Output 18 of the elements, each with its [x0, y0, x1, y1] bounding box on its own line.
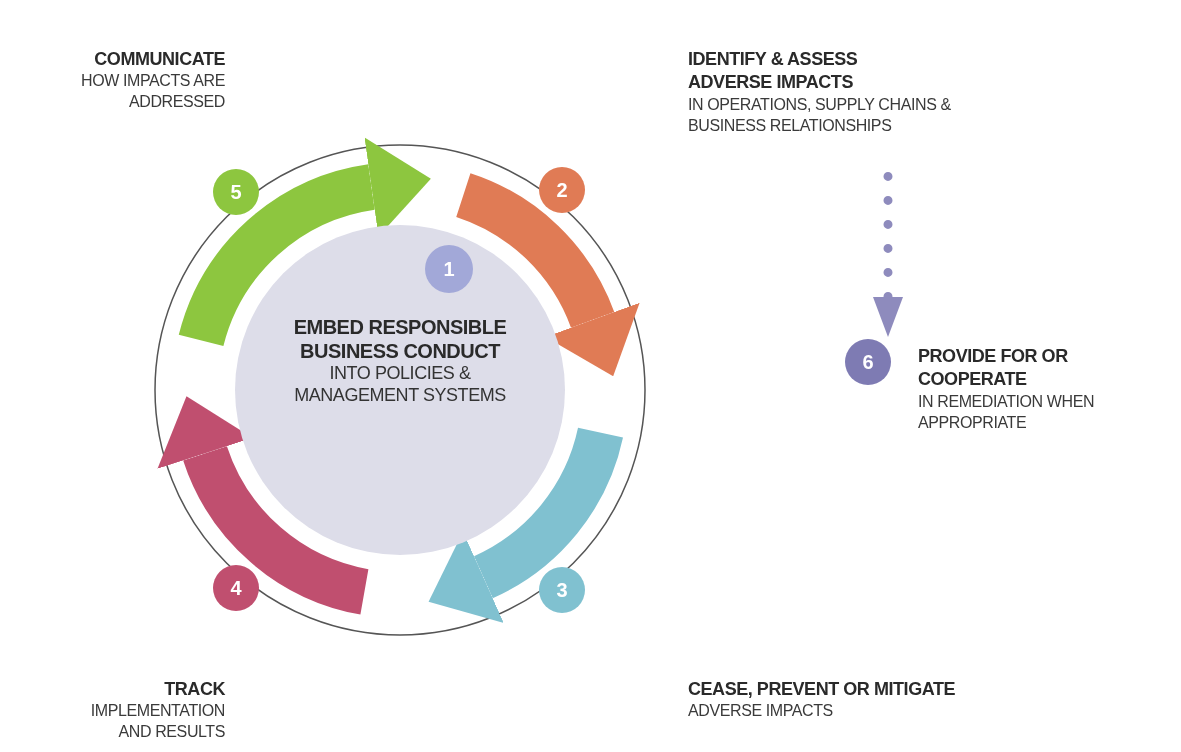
step-heading: CEASE, PREVENT OR MITIGATE	[688, 678, 956, 701]
step-description: IN REMEDIATION WHEN APPROPRIATE	[918, 391, 1096, 433]
number-badge: 6	[845, 339, 891, 385]
number-badge: 1	[425, 245, 473, 293]
number-badge: 4	[213, 565, 259, 611]
step-description: HOW IMPACTS ARE ADDRESSED	[80, 71, 225, 113]
number-badge: 3	[539, 567, 585, 613]
step-heading: TRACK	[163, 678, 225, 701]
step-description: INTO POLICIES & MANAGEMENT SYSTEMS	[293, 363, 507, 407]
step-heading: COMMUNICATE	[93, 48, 225, 71]
step-heading: PROVIDE FOR OR COOPERATE	[918, 345, 1069, 392]
number-badge: 2	[539, 167, 585, 213]
step-description: IMPLEMENTATION AND RESULTS	[89, 701, 225, 743]
step-description: IN OPERATIONS, SUPPLY CHAINS & BUSINESS RELATIONSHIPS	[688, 94, 952, 136]
step-description: ADVERSE IMPACTS	[688, 701, 834, 722]
number-badge: 5	[213, 169, 259, 215]
step-heading: IDENTIFY & ASSESS ADVERSE IMPACTS	[688, 48, 859, 95]
step-heading: EMBED RESPONSIBLE BUSINESS CONDUCT	[292, 315, 508, 363]
